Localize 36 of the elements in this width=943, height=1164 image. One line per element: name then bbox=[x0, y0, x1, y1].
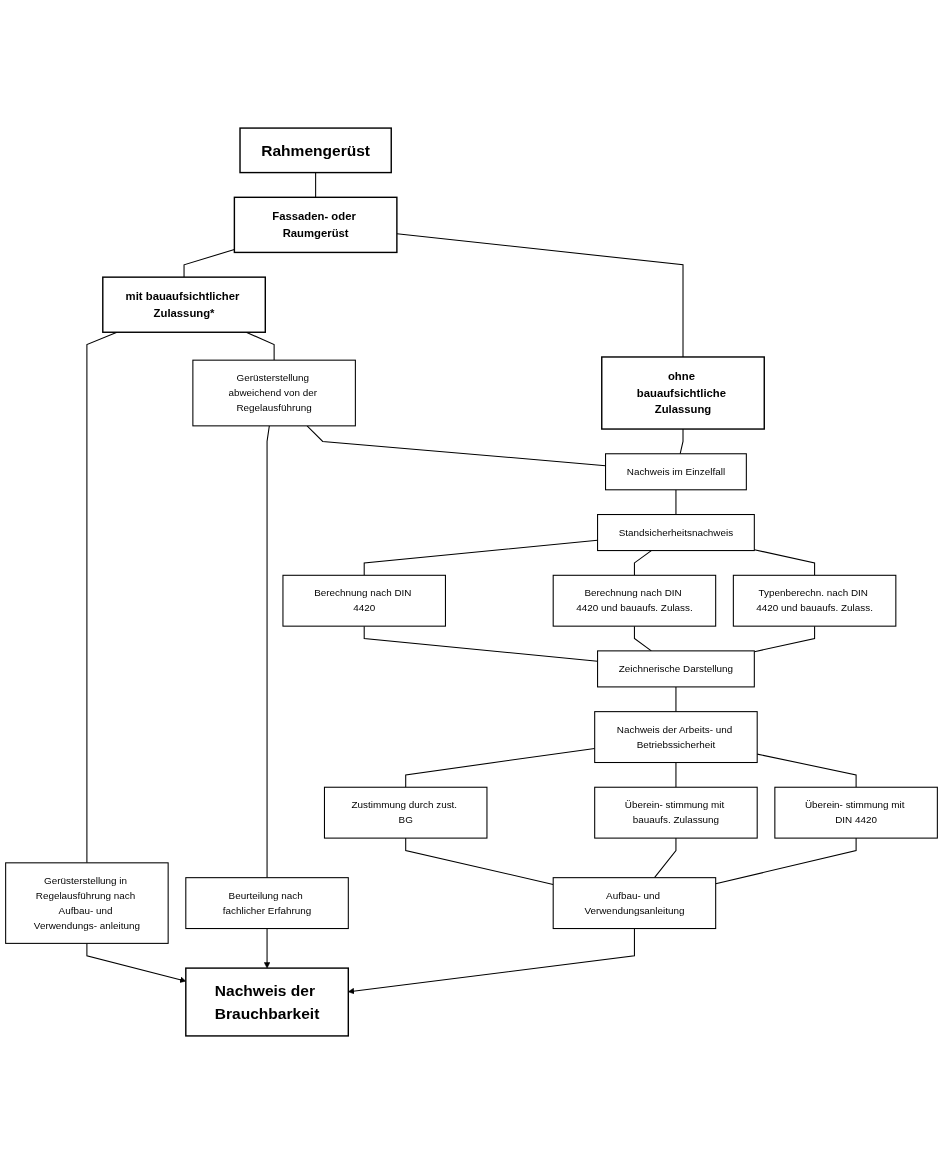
node-box bbox=[192, 359, 356, 427]
node-box bbox=[605, 453, 747, 491]
connector bbox=[315, 172, 317, 198]
node-box bbox=[185, 967, 349, 1037]
connector bbox=[633, 550, 652, 576]
connector bbox=[653, 837, 677, 879]
connector bbox=[675, 686, 677, 713]
node-box bbox=[774, 786, 938, 839]
connector bbox=[405, 837, 554, 885]
connector bbox=[675, 489, 677, 516]
node-box bbox=[282, 574, 446, 627]
node-box bbox=[552, 877, 717, 930]
node-box bbox=[732, 574, 897, 627]
node-box bbox=[185, 877, 349, 930]
arrow bbox=[263, 928, 271, 969]
connector bbox=[633, 625, 652, 652]
node-box bbox=[597, 650, 755, 688]
connector bbox=[753, 625, 816, 653]
connector bbox=[753, 549, 816, 576]
connector bbox=[396, 233, 684, 358]
connector bbox=[266, 425, 270, 879]
node-box bbox=[102, 276, 266, 333]
node-box bbox=[601, 356, 765, 430]
node-box bbox=[597, 514, 755, 552]
node-box bbox=[594, 711, 758, 764]
connector bbox=[715, 837, 857, 885]
connector bbox=[679, 428, 684, 455]
connector bbox=[675, 762, 677, 788]
node-box bbox=[233, 196, 398, 254]
node-box bbox=[552, 574, 717, 627]
node-box bbox=[323, 786, 488, 839]
connector bbox=[183, 249, 235, 278]
node-box bbox=[239, 127, 392, 174]
node-box bbox=[594, 786, 758, 839]
arrow bbox=[348, 928, 635, 995]
node-box bbox=[5, 862, 169, 944]
